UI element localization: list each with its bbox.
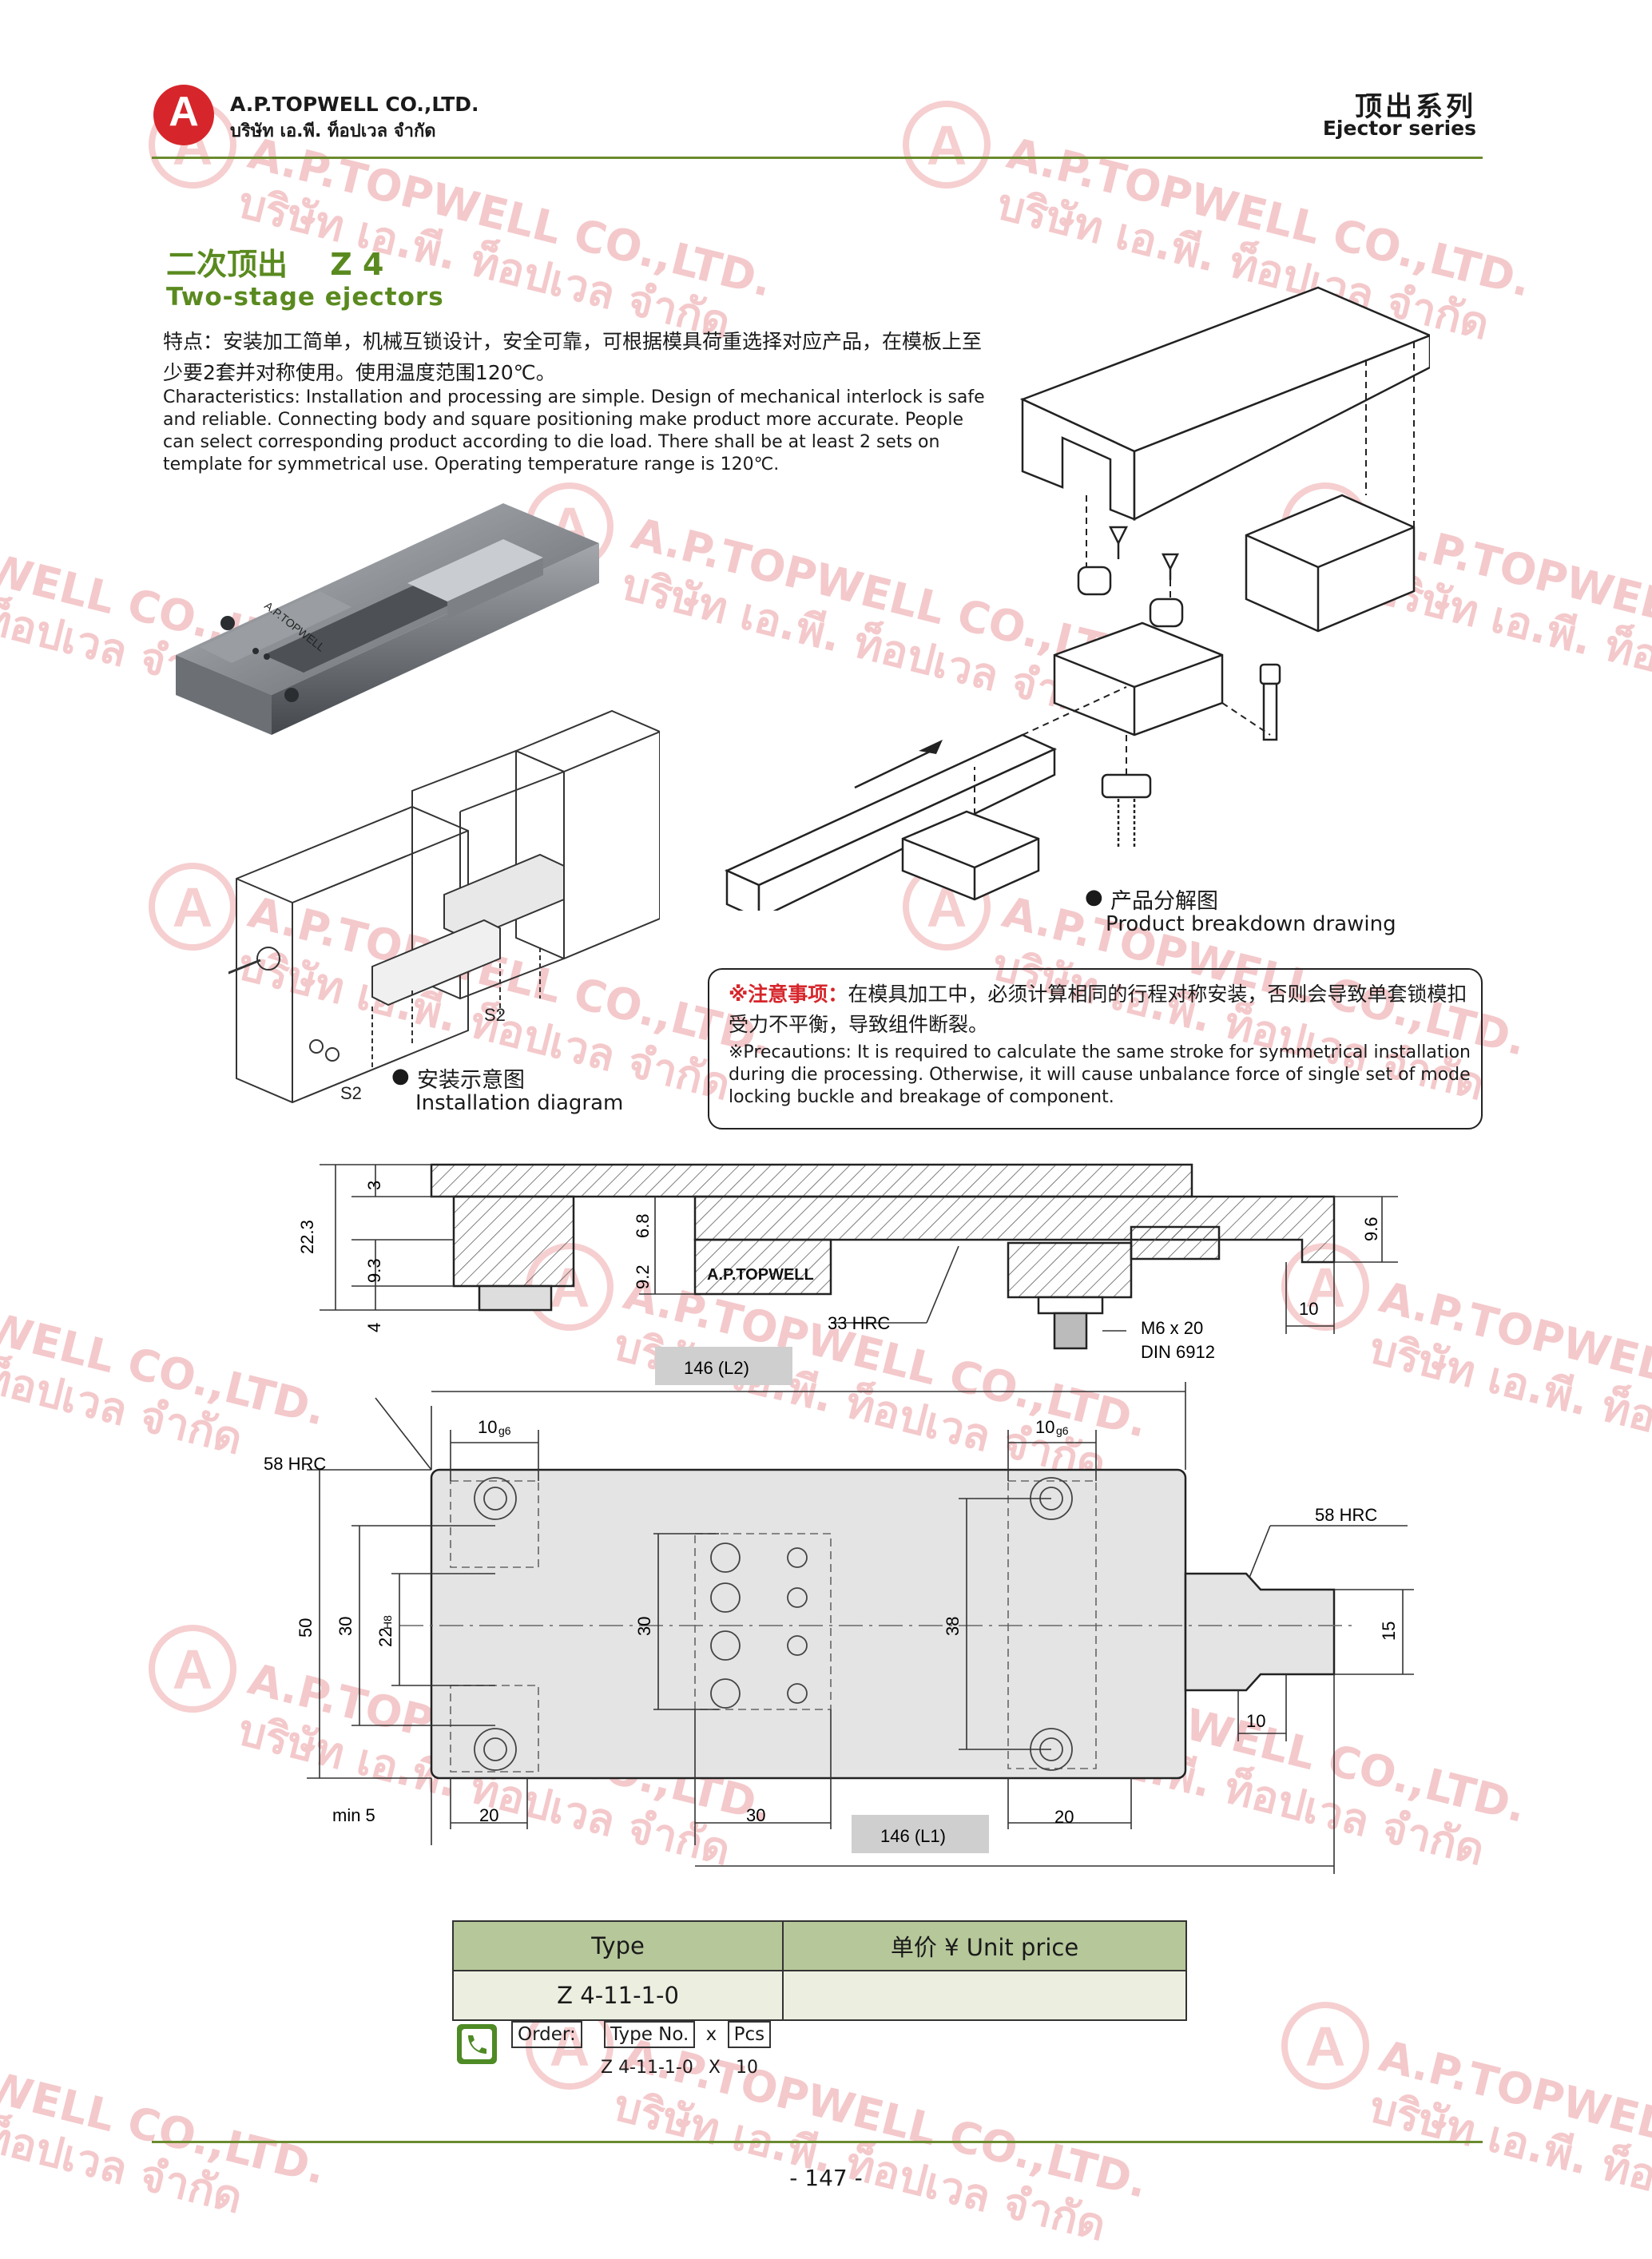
header-rule [152,157,1483,159]
installation-bullet: ● [391,1064,410,1088]
s2-label-right: S2 [484,1005,506,1025]
cell-type: Z 4-11-1-0 [451,1970,784,2021]
screw-label: M6 x 20 [1141,1318,1203,1338]
watermark-logo: A [1281,2002,1369,2090]
dim-22-3: 22.3 [297,1220,317,1254]
order-example-type: Z 4-11-1-0 [601,2058,693,2078]
dim-50: 50 [296,1618,316,1638]
dim-4: 4 [364,1323,384,1332]
price-table-header: Type 单价 ¥ Unit price [451,1920,1187,1971]
company-name-th: บริษัท เอ.พี. ท็อปเวล จำกัด [230,121,436,141]
s2-label-left: S2 [340,1083,362,1103]
product-code: Z 4 [330,247,384,282]
breakdown-bullet: ● [1085,885,1103,909]
product-title-cn: 二次顶出 Z 4 [166,240,383,284]
order-label: Order: [511,2021,582,2048]
notice-label: ※注意事项： [729,983,848,1006]
features-cn: 特点：安装加工简单，机械互锁设计，安全可靠，可根据模具荷重选择对应产品，在模板上… [163,330,983,384]
dim-30-c: 30 [746,1805,765,1825]
dim-30-b: 30 [634,1617,654,1636]
dim-30-a: 30 [336,1617,355,1636]
dim-min5: min 5 [332,1805,375,1825]
header-type: Type [451,1920,784,1971]
footer-rule [152,2141,1483,2143]
company-logo-letter: A [169,89,199,135]
order-pcs: Pcs [727,2021,772,2048]
product-photo: A.P.TOPWELL [176,503,599,735]
series-title-cn: 顶出系列 [1355,91,1476,123]
dim-15: 15 [1379,1622,1399,1641]
dim-9-6: 9.6 [1361,1217,1381,1241]
dim-h8-value: 22 [375,1628,395,1647]
dim-10-plan: 10 [1246,1711,1265,1731]
dim-9-2: 9.2 [633,1264,653,1289]
installation-caption-cn: 安装示意图 [417,1068,525,1093]
dim-6-8: 6.8 [633,1213,653,1238]
features-en: Characteristics: Installation and proces… [163,387,985,474]
dim-38: 38 [943,1617,963,1636]
order-example: Z 4-11-1-0 X 10 [601,2058,758,2078]
dim-20-b: 20 [1054,1807,1074,1827]
g6-left-value: 10 [478,1417,497,1437]
l2-label: 146 (L2) [684,1358,749,1378]
cell-price [782,1970,1187,2021]
dim-20-a: 20 [479,1805,498,1825]
dim-10-top: 10 [1299,1299,1318,1319]
notice-text-cn: ※注意事项：在模具加工中，必须计算相同的行程对称安装，否则会导致单套锁模扣受力不… [729,979,1479,1040]
series-title-en: Ejector series [1322,117,1476,140]
dim-9-3: 9.3 [364,1258,384,1283]
g6-left-suffix: g6 [498,1424,511,1437]
drawing-stamp: A.P.TOPWELL [707,1266,814,1284]
order-example-qty: 10 [735,2058,758,2078]
order-x: x [705,2024,717,2045]
hrc-58-label-a: 58 HRC [264,1454,326,1474]
phone-order-icon [457,2024,497,2064]
product-title-en: Two-stage ejectors [166,283,444,312]
l1-label: 146 (L1) [880,1826,946,1846]
g6-right-suffix: g6 [1056,1424,1069,1437]
order-row: Order: Type No. x Pcs [511,2021,772,2048]
page-number: - 147 - [789,2165,863,2191]
breakdown-caption-cn: 产品分解图 [1110,889,1218,914]
breakdown-caption-en: Product breakdown drawing [1106,912,1396,936]
g6-right-value: 10 [1035,1417,1054,1437]
installation-diagram: S2 S2 [228,709,660,1104]
screw-standard: DIN 6912 [1141,1342,1215,1362]
order-example-x: X [708,2058,721,2078]
table-row: Z 4-11-1-0 [451,1970,1187,2021]
hrc-58-label-b: 58 HRC [1315,1505,1377,1525]
price-table: Type 单价 ¥ Unit price Z 4-11-1-0 [451,1920,1187,2021]
notice-box [708,968,1483,1130]
dim-3: 3 [364,1181,384,1190]
breakdown-drawing [724,286,1430,911]
installation-caption-en: Installation diagram [415,1091,624,1115]
product-title-cn-text: 二次顶出 [166,247,288,282]
company-name-en: A.P.TOPWELL CO.,LTD. [230,93,479,116]
order-type-no: Type No. [604,2021,696,2048]
notice-body-cn: 在模具加工中，必须计算相同的行程对称安装，否则会导致单套锁模扣受力不平衡，导致组… [729,983,1467,1036]
header-unit-price: 单价 ¥ Unit price [782,1920,1187,1971]
company-logo [153,85,214,145]
watermark-logo: A [903,101,991,189]
notice-text-en: ※Precautions: It is required to calculat… [729,1042,1471,1107]
hrc-33-label: 33 HRC [828,1313,890,1333]
technical-drawing: A.P.TOPWELL 3 22.3 9.3 4 6.8 9.2 9.6 10 … [264,1163,1414,1874]
watermark-logo: A [149,1625,236,1713]
dim-h8-suffix: H8 [381,1615,394,1630]
watermark-logo: A [149,863,236,951]
